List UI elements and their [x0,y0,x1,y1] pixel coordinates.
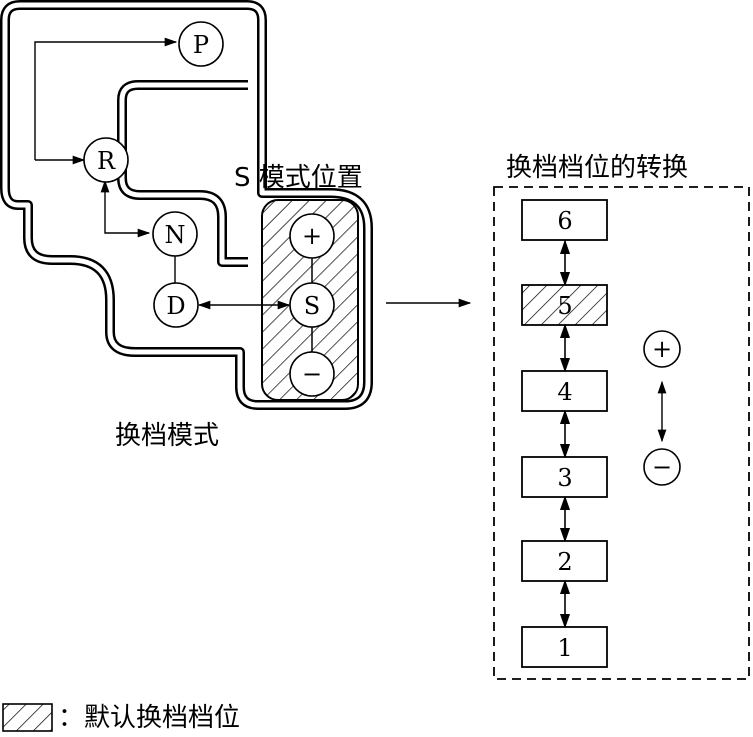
legend: ：默认换档档位 [2,703,240,733]
gear-6-label: 6 [557,207,572,235]
position-n-label: N [165,221,186,249]
legend-text: ：默认换档档位 [58,703,240,733]
position-s: S [289,282,335,328]
gear-6: 6 [521,199,608,241]
gear-3: 3 [521,456,608,498]
gear-1: 1 [521,626,608,668]
position-s-label: S [304,292,320,320]
gear-2-label: 2 [557,548,572,576]
position-r-label: R [97,147,116,175]
gear-3-label: 3 [557,464,572,492]
downshift-label: − [652,453,672,481]
position-minus: − [289,351,335,397]
position-plus-label: + [302,222,322,250]
gear-5-default: 5 [521,284,608,326]
gear-4-label: 4 [557,378,572,406]
legend-swatch [2,703,53,732]
gear-5-label: 5 [557,292,572,320]
position-r: R [83,137,129,183]
position-p-label: P [193,31,209,59]
shift-mode-label: 换档模式 [115,421,219,451]
position-n: N [152,211,198,257]
conversion-title: 换档档位的转换 [506,153,688,183]
upshift-indicator: + [643,330,681,368]
conversion-box [493,186,750,680]
position-p: P [178,21,224,67]
s-mode-label: S 模式位置 [234,163,363,193]
gear-2: 2 [521,540,608,582]
downshift-indicator: − [643,448,681,486]
gate-connectors [34,37,291,310]
position-minus-label: − [302,360,322,388]
position-d: D [153,282,199,328]
position-d-label: D [166,292,185,320]
gear-1-label: 1 [557,634,572,662]
upshift-label: + [652,335,672,363]
position-plus: + [289,213,335,259]
gear-4: 4 [521,370,608,412]
